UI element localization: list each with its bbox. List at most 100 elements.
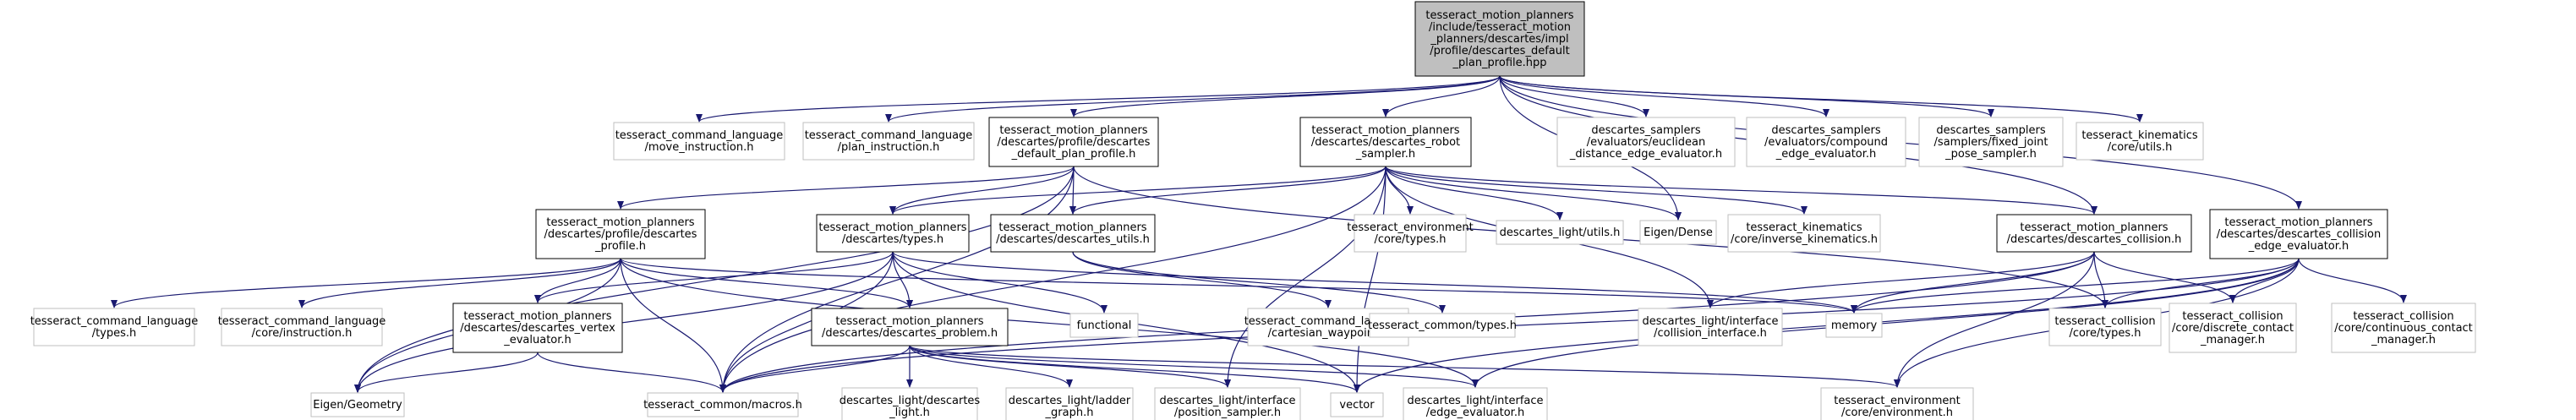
node-ladder-graph[interactable]: descartes_light/ladder_graph.h [1005, 387, 1134, 420]
edge-desc_problem-to-vector [909, 345, 1360, 393]
node-collision-iface[interactable]: descartes_light/interface/collision_inte… [1638, 308, 1783, 346]
edge-root-to-plan_instruction [885, 75, 1501, 123]
node-label-line: /core/environment.h [1841, 406, 1953, 419]
node-common-macros[interactable]: tesseract_common/macros.h [643, 392, 802, 417]
node-discrete-cm[interactable]: tesseract_collision/core/discrete_contac… [2169, 303, 2297, 353]
node-box [1918, 117, 2064, 167]
node-env-types[interactable]: tesseract_environment/core/types.h [1347, 214, 1474, 253]
node-label-line: /collision_interface.h [1654, 327, 1767, 340]
node-label-line: /core/continuous_contact [2334, 322, 2473, 335]
node-box [1369, 313, 1516, 338]
edge-root-to-robot_sampler [1382, 75, 1501, 117]
node-common-types[interactable]: tesseract_common/types.h [1368, 313, 1517, 338]
node-robot-sampler[interactable]: tesseract_motion_planners/descartes/desc… [1299, 117, 1472, 167]
node-box [1403, 387, 1548, 420]
node-label-line: /core/instruction.h [252, 327, 353, 340]
node-plan-instruction[interactable]: tesseract_command_language/plan_instruct… [802, 122, 975, 161]
node-label-line: tesseract_command_language [805, 129, 973, 142]
node-label-line: descartes_samplers [1591, 124, 1700, 137]
node-desc-problem[interactable]: tesseract_motion_planners/descartes/desc… [811, 308, 1009, 346]
node-eigen-dense[interactable]: Eigen/Dense [1639, 220, 1717, 245]
node-pos-sampler[interactable]: descartes_light/interface/position_sampl… [1154, 387, 1301, 420]
node-label-line: /evaluators/euclidean [1587, 136, 1705, 149]
node-box [2048, 308, 2162, 346]
node-label-line: descartes_light/utils.h [1500, 226, 1621, 239]
edge-robot_sampler-to-desc_utils [1069, 166, 1386, 215]
edge-types_h-to-memory [892, 251, 1857, 314]
node-light-h[interactable]: descartes_light/descartes_light.h [840, 387, 981, 420]
node-label-line: memory [1831, 319, 1878, 332]
node-fixed-joint[interactable]: descartes_samplers/samplers/fixed_joint_… [1918, 117, 2064, 167]
node-label-line: Eigen/Dense [1643, 226, 1713, 239]
node-cl-types[interactable]: tesseract_command_language/types.h [30, 308, 199, 346]
edge-robot_sampler-to-desc_collision [1385, 166, 2097, 215]
node-descartes-profile[interactable]: tesseract_motion_planners/descartes/prof… [535, 209, 706, 259]
node-label-line: tesseract_command_language [30, 315, 199, 328]
node-kin-utils[interactable]: tesseract_kinematics/core/utils.h [2076, 122, 2204, 161]
edge-desc_coll_edge-to-edge_eval [1472, 258, 2300, 388]
node-types-h[interactable]: tesseract_motion_planners/descartes/type… [816, 214, 970, 253]
node-label-line: _sampler.h [1355, 148, 1415, 161]
node-continuous-cm[interactable]: tesseract_collision/core/continuous_cont… [2331, 303, 2476, 353]
node-light-utils[interactable]: descartes_light/utils.h [1496, 220, 1624, 245]
node-label-line: tesseract_motion_planners [463, 310, 611, 323]
edge-desc_problem-to-ladder_graph [909, 345, 1073, 388]
node-label-line: /descartes/descartes_vertex [460, 322, 615, 335]
node-default-plan-profile[interactable]: tesseract_motion_planners/descartes/prof… [988, 117, 1159, 167]
node-label-line: _plan_profile.hpp [1452, 57, 1546, 69]
node-box [2331, 303, 2476, 353]
edge-robot_sampler-to-common_macros [719, 166, 1386, 393]
node-eigen-geometry[interactable]: Eigen/Geometry [310, 392, 405, 417]
node-label-line: /profile/descartes_default [1430, 45, 1569, 57]
node-box [452, 303, 623, 353]
node-label-line: tesseract_kinematics [1746, 221, 1862, 234]
node-label-line: tesseract_environment [1347, 221, 1474, 234]
node-memory[interactable]: memory [1825, 313, 1883, 338]
edge-descartes_profile-to-memory [620, 258, 1857, 314]
node-desc-utils[interactable]: tesseract_motion_planners/descartes/desc… [990, 214, 1156, 253]
edge-desc_problem-to-common_macros [719, 345, 911, 393]
node-vertex-eval[interactable]: tesseract_motion_planners/descartes/desc… [452, 303, 623, 353]
node-label-line: descartes_samplers [1936, 124, 2045, 137]
node-label-line: /include/tesseract_motion [1429, 21, 1571, 34]
node-euclidean[interactable]: descartes_samplers/evaluators/euclidean_… [1556, 117, 1736, 167]
node-compound[interactable]: descartes_samplers/evaluators/compound_e… [1746, 117, 1906, 167]
node-box [1556, 117, 1736, 167]
edge-types_h-to-functional [892, 251, 1108, 314]
node-label-line: tesseract_motion_planners [1311, 124, 1459, 137]
node-edge-eval[interactable]: descartes_light/interface/edge_evaluator… [1403, 387, 1548, 420]
node-label-line: tesseract_motion_planners [546, 216, 694, 229]
node-label-line: _light.h [889, 406, 930, 419]
node-vector[interactable]: vector [1330, 392, 1384, 417]
node-inverse-kin[interactable]: tesseract_kinematics/core/inverse_kinema… [1727, 214, 1881, 253]
node-label-line: /descartes/descartes_robot [1311, 136, 1460, 149]
node-box [988, 117, 1159, 167]
node-label-line: tesseract_motion_planners [2224, 216, 2372, 229]
node-root: tesseract_motion_planners/include/tesser… [1414, 1, 1585, 77]
edge-root-to-move_instruction [696, 75, 1501, 123]
node-box [1639, 220, 1717, 245]
node-label-line: functional [1077, 319, 1132, 332]
node-label-line: /descartes/profile/descartes [544, 228, 697, 241]
node-label-line: /samplers/fixed_joint [1934, 136, 2048, 149]
node-functional[interactable]: functional [1069, 313, 1139, 338]
node-label-line: _manager.h [2371, 334, 2436, 346]
node-desc-coll-edge[interactable]: tesseract_motion_planners/descartes/desc… [2209, 209, 2388, 259]
node-label-line: tesseract_common/macros.h [643, 399, 802, 412]
node-env-environment[interactable]: tesseract_environment/core/environment.h [1820, 387, 1974, 420]
edge-descartes_profile-to-cl_types [111, 258, 621, 308]
edge-root-to-default_plan_profile [1070, 75, 1501, 117]
node-label-line: tesseract_motion_planners [998, 221, 1146, 234]
node-desc-collision[interactable]: tesseract_motion_planners/descartes/desc… [1996, 214, 2192, 253]
edge-robot_sampler-to-eigen_dense [1385, 166, 1682, 221]
node-coll-types[interactable]: tesseract_collision/core/types.h [2048, 308, 2162, 346]
node-label-line: _edge_evaluator.h [2248, 240, 2349, 253]
node-box [1299, 117, 1472, 167]
node-label-line: tesseract_command_language [615, 129, 784, 142]
node-label-line: /plan_instruction.h [838, 141, 940, 154]
edge-robot_sampler-to-pos_sampler [1224, 166, 1386, 388]
node-move-instruction[interactable]: tesseract_command_language/move_instruct… [613, 122, 785, 161]
edge-desc_collision-to-collision_iface [1707, 251, 2095, 308]
node-label-line: Eigen/Geometry [313, 399, 402, 412]
node-cl-instruction[interactable]: tesseract_command_language/core/instruct… [218, 308, 386, 346]
